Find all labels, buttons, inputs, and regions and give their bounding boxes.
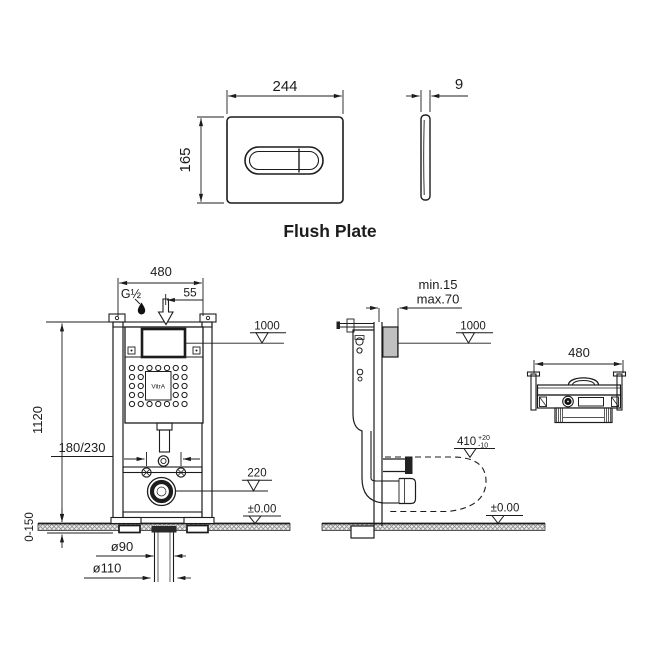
flush-plate-profile bbox=[420, 114, 431, 201]
level-triangle-1000-left bbox=[255, 332, 269, 344]
outlet-level-label: 220 bbox=[247, 468, 266, 480]
flush-button-outer bbox=[244, 146, 324, 175]
level-1000-mid-label: 1000 bbox=[460, 321, 486, 333]
flush-plate-side-view bbox=[406, 90, 468, 201]
foot-range-dim: 0-150 bbox=[24, 512, 36, 541]
frame-height-dim: 1120 bbox=[30, 406, 45, 434]
level-1000-left-label: 1000 bbox=[254, 321, 280, 333]
floor-level-left-label: ±0.00 bbox=[248, 504, 277, 516]
outlet-housing bbox=[554, 407, 613, 424]
frame-front-view bbox=[46, 278, 286, 582]
frame-width-dim: 480 bbox=[150, 264, 172, 279]
flush-button-inner bbox=[248, 150, 320, 171]
flush-plate-front-view bbox=[197, 90, 344, 204]
top-view-bracket-left bbox=[530, 373, 537, 411]
level-triangle-220 bbox=[246, 479, 261, 492]
wc-pan-dashed-outline bbox=[385, 456, 487, 513]
level-triangle-410 bbox=[463, 448, 477, 459]
carry-handle bbox=[567, 377, 600, 386]
pan-level-label: 410 bbox=[457, 436, 476, 448]
flush-plate-body bbox=[226, 116, 344, 204]
foot-plate-right bbox=[183, 516, 215, 525]
pan-level-tol-minus: -10 bbox=[478, 443, 488, 450]
water-drop-icon bbox=[137, 302, 146, 315]
level-triangle-1000-mid bbox=[461, 332, 476, 344]
top-view-width-dim: 480 bbox=[568, 345, 590, 360]
wall-bracket-tab-left bbox=[108, 313, 126, 323]
wall-depth-min-dim: min.15 bbox=[418, 277, 457, 292]
flush-bend-section bbox=[157, 455, 170, 467]
cistern-dot-pattern bbox=[128, 364, 188, 408]
waste-pipe-collar bbox=[151, 526, 177, 533]
floor-section bbox=[37, 522, 546, 531]
waste-pipe bbox=[153, 532, 175, 582]
plate-thickness-dim: 9 bbox=[455, 76, 463, 93]
floor-level-mid-label: ±0.00 bbox=[491, 503, 520, 515]
frame-top-member bbox=[112, 321, 213, 328]
level-triangle-floor-mid bbox=[490, 515, 506, 525]
access-box bbox=[140, 327, 187, 359]
flush-stub-flange bbox=[405, 456, 413, 474]
anchor-bolt-head bbox=[336, 321, 340, 329]
brand-label: VitrA bbox=[151, 384, 165, 391]
frame-top-view bbox=[526, 360, 627, 424]
waste-outlet-circle bbox=[146, 476, 177, 507]
drawing-title: Flush Plate bbox=[283, 221, 377, 241]
inlet-offset-dim: 55 bbox=[183, 286, 197, 300]
plate-height-dim: 165 bbox=[177, 147, 194, 172]
top-view-bracket-right bbox=[616, 373, 623, 411]
label-window bbox=[578, 397, 604, 407]
outlet-dia-dim: ø90 bbox=[111, 539, 133, 554]
foot-plate-left bbox=[110, 516, 142, 525]
wall-depth-max-dim: max.70 bbox=[417, 292, 460, 307]
plate-width-dim: 244 bbox=[272, 78, 297, 95]
pan-level-tol-plus: +20 bbox=[478, 435, 490, 442]
level-triangle-floor-left bbox=[247, 515, 263, 525]
foot-block-side bbox=[350, 525, 375, 539]
pipe-dia-dim: ø110 bbox=[93, 561, 122, 576]
frame-side-view bbox=[336, 305, 523, 539]
inlet-port-circle bbox=[562, 395, 574, 408]
wall-bracket-tab-right bbox=[199, 313, 217, 323]
inlet-thread-label: G½ bbox=[121, 287, 142, 301]
cistern-profile bbox=[352, 329, 374, 478]
bolt-spacing-dim: 180/230 bbox=[59, 440, 106, 455]
brand-plate bbox=[145, 371, 172, 401]
waste-connector-bell bbox=[399, 477, 417, 505]
